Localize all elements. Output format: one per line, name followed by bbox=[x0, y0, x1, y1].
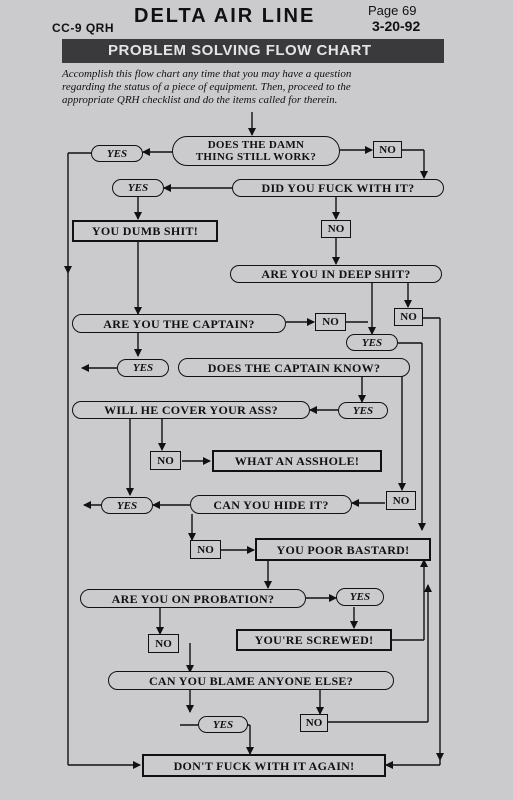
answer-no-deep: NO bbox=[394, 308, 423, 326]
answer-yes-fuck: YES bbox=[112, 179, 164, 197]
intro-line-1: Accomplish this flow chart any time that… bbox=[62, 68, 352, 80]
answer-yes-captain-know: YES bbox=[338, 402, 388, 419]
answer-no-captain-know: NO bbox=[386, 491, 416, 510]
result-final: DON'T FUCK WITH IT AGAIN! bbox=[142, 754, 386, 777]
decision-still-work: DOES THE DAMN THING STILL WORK? bbox=[172, 136, 340, 166]
intro-line-2: regarding the status of a piece of equip… bbox=[62, 81, 351, 93]
decision-deep-trouble: ARE YOU IN DEEP SHIT? bbox=[230, 265, 442, 283]
decision-still-work-line1: DOES THE DAMN bbox=[207, 139, 305, 151]
decision-captain-know: DOES THE CAPTAIN KNOW? bbox=[178, 358, 410, 377]
answer-no-works: NO bbox=[373, 141, 402, 158]
answer-no-probation: NO bbox=[148, 634, 179, 653]
airline-title: DELTA AIR LINE bbox=[134, 5, 316, 27]
answer-yes-works: YES bbox=[91, 145, 143, 162]
answer-no-cover: NO bbox=[150, 451, 181, 470]
answer-no-blame: NO bbox=[300, 714, 328, 732]
answer-yes-probation: YES bbox=[336, 588, 384, 606]
decision-did-you-mess: DID YOU FUCK WITH IT? bbox=[232, 179, 444, 197]
answer-yes-deep: YES bbox=[346, 334, 398, 351]
doc-code: CC-9 QRH bbox=[52, 21, 115, 35]
decision-still-work-line2: THING STILL WORK? bbox=[195, 151, 317, 163]
decision-cover: WILL HE COVER YOUR ASS? bbox=[72, 401, 310, 419]
answer-no-fuck: NO bbox=[321, 220, 351, 238]
result-poor: YOU POOR BASTARD! bbox=[255, 538, 431, 561]
decision-blame: CAN YOU BLAME ANYONE ELSE? bbox=[108, 671, 394, 690]
answer-no-captain: NO bbox=[315, 313, 346, 331]
answer-yes-blame: YES bbox=[198, 716, 248, 733]
decision-probation: ARE YOU ON PROBATION? bbox=[80, 589, 306, 608]
result-asshole: WHAT AN ASSHOLE! bbox=[212, 450, 382, 472]
result-dumb: YOU DUMB SHIT! bbox=[72, 220, 218, 242]
answer-yes-captain: YES bbox=[117, 359, 169, 377]
doc-date: 3-20-92 bbox=[372, 18, 421, 34]
intro-line-3: appropriate QRH checklist and do the ite… bbox=[62, 94, 338, 106]
chart-banner: PROBLEM SOLVING FLOW CHART bbox=[62, 39, 444, 63]
decision-are-you-captain: ARE YOU THE CAPTAIN? bbox=[72, 314, 286, 333]
answer-no-hide: NO bbox=[190, 540, 221, 559]
page-number: Page 69 bbox=[368, 3, 417, 18]
result-screwed: YOU'RE SCREWED! bbox=[236, 629, 392, 651]
decision-hide: CAN YOU HIDE IT? bbox=[190, 495, 352, 514]
answer-yes-hide: YES bbox=[101, 497, 153, 514]
